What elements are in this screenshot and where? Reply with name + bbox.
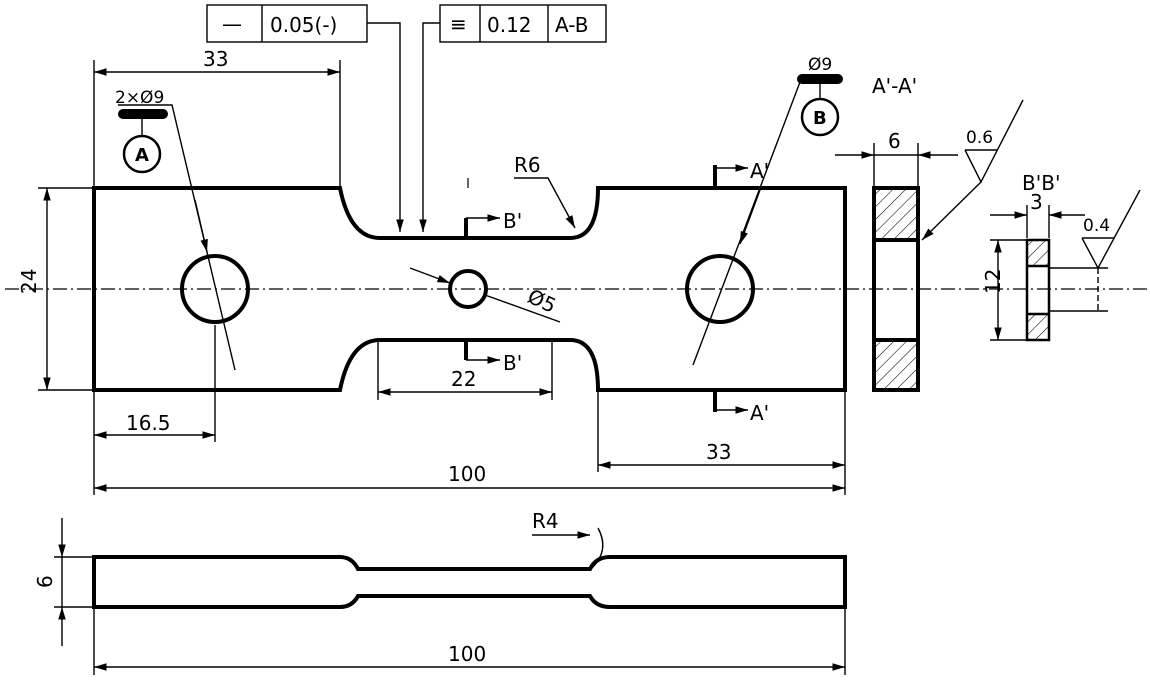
cut-a-top-label: A' — [750, 159, 769, 183]
cut-a-bottom-label: A' — [750, 401, 769, 425]
neck-label: 22 — [451, 367, 476, 391]
hole-single-label: Ø9 — [808, 55, 832, 75]
aa-width-label: 6 — [888, 129, 901, 153]
bb-roughness-label: 0.4 — [1083, 216, 1110, 236]
height-label: 24 — [17, 269, 41, 294]
side-view-outline — [92, 555, 847, 609]
hole-pair-label: 2×Ø9 — [115, 88, 164, 108]
straightness-value: 0.05(-) — [270, 13, 337, 37]
bb-height-label: 12 — [981, 269, 1005, 294]
dim-hole-offset: 16.5 — [93, 325, 216, 495]
symmetry-frame: ≡ 0.12 A-B — [419, 4, 607, 232]
section-bb: B'B' 3 12 0.4 — [981, 171, 1141, 342]
cut-a-bottom: A' — [713, 390, 769, 425]
cut-b-top-label: B' — [503, 209, 522, 233]
datum-b: Ø9 B — [692, 55, 843, 366]
bb-width-label: 3 — [1030, 190, 1043, 214]
hole-offset-label: 16.5 — [126, 411, 171, 435]
straightness-frame: — 0.05(-) — [206, 4, 404, 232]
cut-b-bottom-label: B' — [503, 351, 522, 375]
symmetry-datum: A-B — [555, 13, 588, 37]
dim-right: 33 — [597, 390, 846, 495]
dim-height: 24 — [17, 187, 94, 391]
side-total-label: 100 — [448, 642, 486, 666]
dim-top-left-label: 33 — [203, 47, 228, 71]
center-hole-label: Ø5 — [524, 284, 560, 318]
radius-top-label: R6 — [514, 153, 541, 177]
dim-center-hole: Ø5 — [409, 267, 561, 323]
section-bb-title: B'B' — [1022, 171, 1060, 195]
cut-a-top: A' — [713, 159, 769, 188]
symmetry-value: 0.12 — [487, 13, 532, 37]
datum-b-label: B — [813, 108, 827, 129]
dim-side-total: 100 — [93, 607, 846, 675]
symmetry-symbol: ≡ — [450, 12, 467, 36]
dim-top-left: 33 — [93, 47, 341, 188]
section-aa: 6 0.6 — [835, 99, 1024, 392]
straightness-symbol: — — [222, 12, 242, 36]
datum-a: 2×Ø9 A — [115, 88, 236, 371]
dim-neck: 22 — [377, 340, 553, 400]
total-label: 100 — [448, 462, 486, 486]
side-thickness-label: 6 — [33, 575, 57, 588]
dim-side-thickness: 6 — [33, 518, 94, 646]
datum-a-label: A — [135, 145, 149, 166]
cut-b-bottom: B' — [464, 340, 522, 375]
dim-radius-side: R4 — [532, 509, 604, 569]
dim-total: 100 — [94, 462, 845, 492]
right-label: 33 — [706, 440, 731, 464]
dim-radius-top: R6 — [514, 153, 576, 229]
aa-roughness-label: 0.6 — [966, 128, 993, 148]
radius-side-label: R4 — [532, 509, 559, 533]
section-aa-title: A'-A' — [872, 74, 917, 98]
cut-b-top: B' — [464, 209, 522, 238]
